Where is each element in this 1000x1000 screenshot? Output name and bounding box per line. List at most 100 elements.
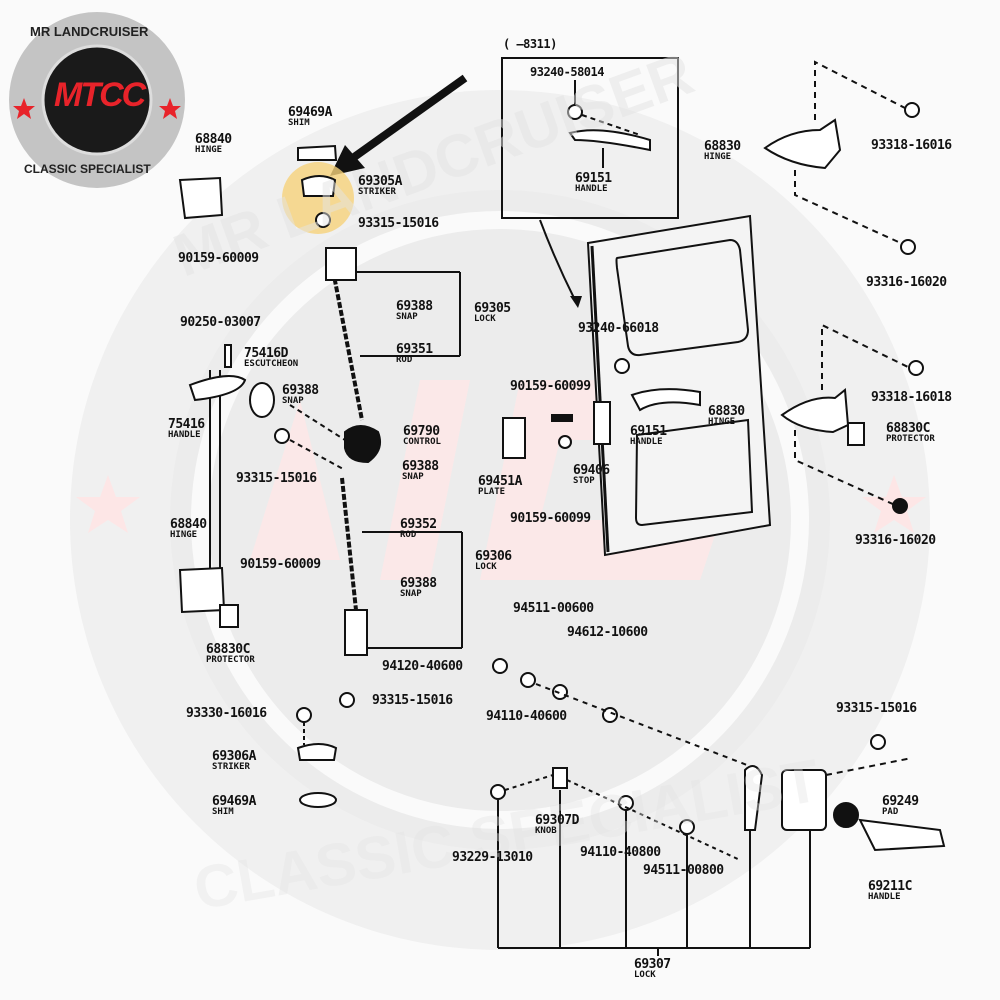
bolt-glyph	[567, 104, 583, 120]
part-number: 93318-16018	[871, 390, 952, 405]
right-hinges	[763, 60, 924, 514]
part-number: 69307D	[535, 813, 579, 828]
part-name: SNAP	[400, 589, 422, 599]
stop-plate	[502, 358, 701, 459]
label-bolt-94120: 94120-40600	[382, 660, 463, 673]
part-number: 93316-16020	[855, 533, 936, 548]
part-name: HINGE	[708, 417, 736, 427]
part-name: PAD	[882, 807, 899, 817]
label-nut-94110-a: 94110-40600	[486, 710, 567, 723]
part-number: 75416D	[244, 346, 288, 361]
inset-frame	[501, 57, 679, 219]
part-number: 93240-66018	[578, 321, 659, 336]
part-number: 90159-60099	[510, 379, 591, 394]
part-number: 90250-03007	[180, 315, 261, 330]
part-number: 69151	[630, 424, 667, 439]
part-name: PROTECTOR	[206, 655, 255, 665]
part-name: HINGE	[704, 152, 732, 162]
part-name: PLATE	[478, 487, 506, 497]
label-washer-94612: 94612-10600	[567, 626, 648, 639]
label-bolt-93229: 93229-13010	[452, 851, 533, 864]
part-number: 69305	[474, 301, 511, 316]
part-number: 93318-16016	[871, 138, 952, 153]
pointer-arrow	[330, 74, 468, 176]
logo: MTCC MR LANDCRUISER CLASSIC SPECIALIST	[2, 10, 192, 190]
part-number: 90159-60009	[178, 251, 259, 266]
part-name: LOCK	[475, 562, 497, 572]
label-screw-90159-d: 90159-60099	[510, 512, 591, 525]
part-number: 94612-10600	[567, 625, 648, 640]
logo-brand-top: MR LANDCRUISER	[30, 24, 149, 39]
part-number: 75416	[168, 417, 205, 432]
part-number: 90159-60099	[510, 511, 591, 526]
logo-badge-icon	[9, 12, 185, 188]
label-pin-90250: 90250-03007	[180, 316, 261, 329]
handle-glyph	[568, 129, 651, 152]
part-number: 94110-40600	[486, 709, 567, 724]
part-name: SHIM	[212, 807, 234, 817]
part-number: 69451A	[478, 474, 522, 489]
part-number: 68840	[195, 132, 232, 147]
part-number: 69211C	[868, 879, 912, 894]
logo-brand-bottom: CLASSIC SPECIALIST	[24, 162, 151, 176]
part-number: 69249	[882, 794, 919, 809]
part-number: 69469A	[212, 794, 256, 809]
part-number: 69305A	[358, 174, 402, 189]
part-name: STRIKER	[212, 762, 250, 772]
part-name: SHIM	[288, 118, 310, 128]
label-bolt-93318-b: 93318-16018	[871, 391, 952, 404]
part-number: 93316-16020	[866, 275, 947, 290]
part-number: 69352	[400, 517, 437, 532]
part-number: 69307	[634, 957, 671, 972]
part-number: 94120-40600	[382, 659, 463, 674]
part-name: ROD	[400, 530, 417, 540]
part-number: 94511-00800	[643, 863, 724, 878]
part-name: HANDLE	[575, 184, 608, 194]
watermark-ring	[191, 211, 809, 829]
label-nut-93315-c: 93315-15016	[372, 694, 453, 707]
part-name: LOCK	[634, 970, 656, 980]
part-number: 68830	[704, 139, 741, 154]
part-name: ESCUTCHEON	[244, 359, 299, 369]
part-name: SNAP	[396, 312, 418, 322]
watermark-star-left	[76, 475, 140, 533]
label-bolt-93316-b: 93316-16020	[855, 534, 936, 547]
label-bolt-93318-a: 93318-16016	[871, 139, 952, 152]
part-number: 68830C	[886, 421, 930, 436]
label-washer-94511-b: 94511-00800	[643, 864, 724, 877]
part-number: 93315-15016	[358, 216, 439, 231]
inset-box	[501, 57, 679, 219]
part-name: KNOB	[535, 826, 557, 836]
logo-monogram: MTCC	[54, 76, 146, 114]
part-number: 68840	[170, 517, 207, 532]
part-number: 69388	[282, 383, 319, 398]
label-nut-93315-a: 93315-15016	[358, 217, 439, 230]
label-nut-93315-b: 93315-15016	[236, 472, 317, 485]
inset-bolt-label: 93240-58014	[530, 65, 604, 79]
label-nut-94110-b: 94110-40800	[580, 846, 661, 859]
part-number: 93315-15016	[836, 701, 917, 716]
part-name: PROTECTOR	[886, 434, 935, 444]
part-number: 94511-00600	[513, 601, 594, 616]
door-panel	[586, 214, 772, 557]
part-number: 69151	[575, 171, 612, 186]
